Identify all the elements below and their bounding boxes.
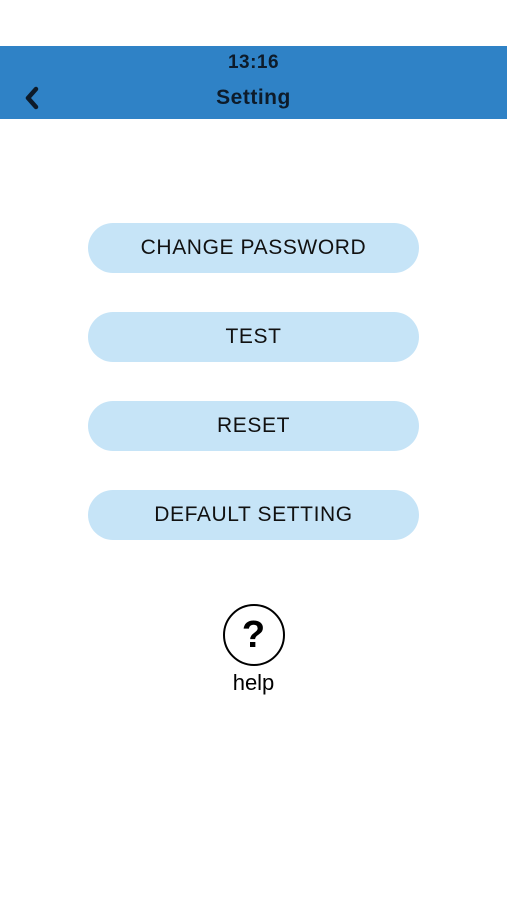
test-button[interactable]: TEST bbox=[88, 312, 419, 362]
status-time: 13:16 bbox=[227, 52, 280, 73]
help-label: help bbox=[232, 670, 275, 695]
back-button[interactable] bbox=[16, 84, 48, 112]
help-button[interactable]: ? help bbox=[203, 604, 304, 699]
reset-button[interactable]: RESET bbox=[88, 401, 419, 451]
question-circle-icon: ? bbox=[222, 604, 285, 666]
change-password-button[interactable]: CHANGE PASSWORD bbox=[88, 223, 419, 273]
chevron-left-icon bbox=[25, 86, 39, 110]
page-title: Setting bbox=[216, 86, 291, 109]
default-setting-button[interactable]: DEFAULT SETTING bbox=[88, 490, 419, 540]
header-bar: 13:16 Setting bbox=[0, 46, 507, 119]
